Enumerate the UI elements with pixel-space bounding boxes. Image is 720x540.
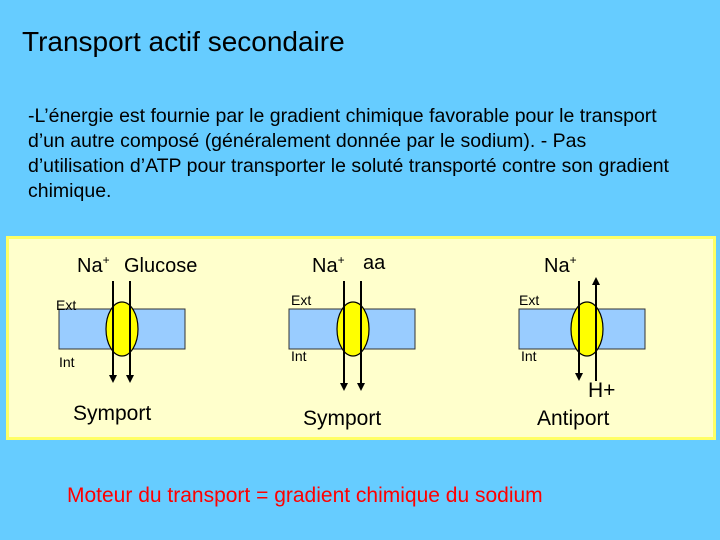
transport-type-label: Symport bbox=[73, 402, 151, 425]
ion-label: Na+ bbox=[77, 253, 110, 277]
carrier-protein bbox=[336, 301, 370, 357]
transport-diagrams: Na+ Glucose Ext Int Symport Na+ aa Ext I… bbox=[56, 252, 646, 430]
ion-label: Na+ bbox=[544, 253, 577, 277]
ext-label: Ext bbox=[291, 292, 311, 308]
carrier-protein bbox=[570, 301, 604, 357]
transport-type-label: Antiport bbox=[537, 407, 610, 430]
int-label: Int bbox=[291, 348, 307, 364]
slide-title: Transport actif secondaire bbox=[22, 26, 345, 57]
ext-label: Ext bbox=[56, 297, 76, 313]
footer-statement: Moteur du transport = gradient chimique … bbox=[67, 484, 543, 507]
int-label: Int bbox=[59, 354, 75, 370]
solute-label: Glucose bbox=[124, 255, 197, 277]
int-label: Int bbox=[521, 348, 537, 364]
counter-ion-label: H+ bbox=[588, 379, 615, 402]
symport-diagram-glucose: Na+ Glucose Ext Int Symport bbox=[56, 253, 197, 425]
antiport-diagram: Na+ Ext Int H+ Antiport bbox=[518, 253, 646, 430]
solute-label: aa bbox=[363, 252, 386, 274]
diagram-panel: Na+ Glucose Ext Int Symport Na+ aa Ext I… bbox=[6, 236, 716, 440]
slide-paragraph: -L’énergie est fournie par le gradient c… bbox=[28, 105, 669, 202]
ext-label: Ext bbox=[519, 292, 539, 308]
ion-label: Na+ bbox=[312, 253, 345, 277]
symport-diagram-aa: Na+ aa Ext Int Symport bbox=[288, 252, 416, 430]
transport-type-label: Symport bbox=[303, 407, 381, 430]
carrier-protein bbox=[105, 301, 139, 357]
